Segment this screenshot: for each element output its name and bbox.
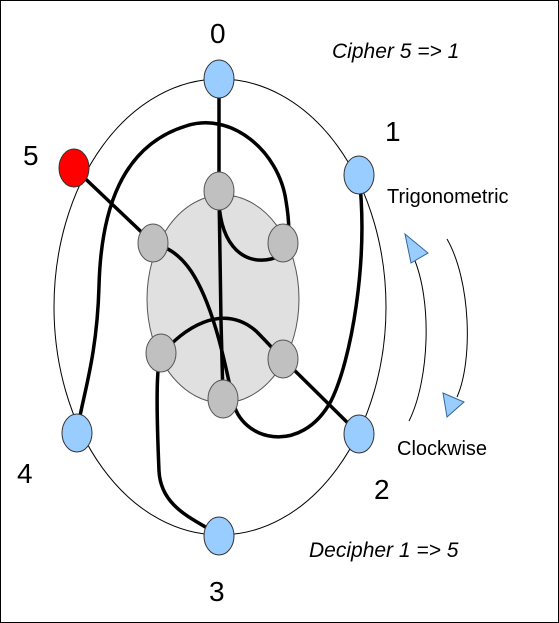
position-label-4: 4	[17, 458, 33, 489]
trigonometric-arc	[408, 255, 427, 422]
cipher-caption: Cipher 5 => 1	[332, 40, 459, 63]
inner-node-lower-left	[145, 333, 177, 373]
node-0[interactable]	[203, 59, 235, 99]
node-1[interactable]	[343, 155, 375, 195]
trigonometric-arrow-icon	[404, 232, 429, 264]
inner-node-bottom	[207, 379, 239, 419]
inner-node-lower-right	[267, 339, 299, 379]
inner-node-upper-left	[137, 223, 169, 263]
inner-node-upper-right	[267, 223, 299, 263]
wiring	[72, 77, 364, 538]
position-label-0: 0	[210, 18, 226, 49]
position-label-3: 3	[209, 576, 225, 607]
wire-hub-mid	[217, 189, 225, 401]
clockwise-arrow-icon	[442, 392, 465, 418]
outer-nodes	[58, 59, 375, 556]
rotation-indicator	[404, 232, 468, 422]
wire-5	[72, 166, 155, 245]
inner-node-top	[203, 171, 235, 211]
trigonometric-label: Trigonometric	[387, 186, 509, 208]
wire-0	[75, 77, 291, 435]
position-label-2: 2	[374, 474, 390, 505]
node-3[interactable]	[203, 516, 235, 556]
clockwise-label: Clockwise	[397, 438, 487, 460]
wire-1	[151, 173, 364, 439]
position-label-1: 1	[385, 116, 401, 147]
decipher-caption: Decipher 1 => 5	[309, 539, 459, 562]
node-4[interactable]	[61, 413, 93, 453]
position-labels: 0 1 2 3 4 5	[17, 18, 401, 607]
position-label-5: 5	[23, 140, 39, 171]
node-2[interactable]	[343, 414, 375, 454]
inner-nodes	[137, 171, 299, 419]
node-5-active[interactable]	[58, 148, 90, 188]
clockwise-arc	[446, 238, 468, 398]
wire-2	[281, 357, 361, 436]
